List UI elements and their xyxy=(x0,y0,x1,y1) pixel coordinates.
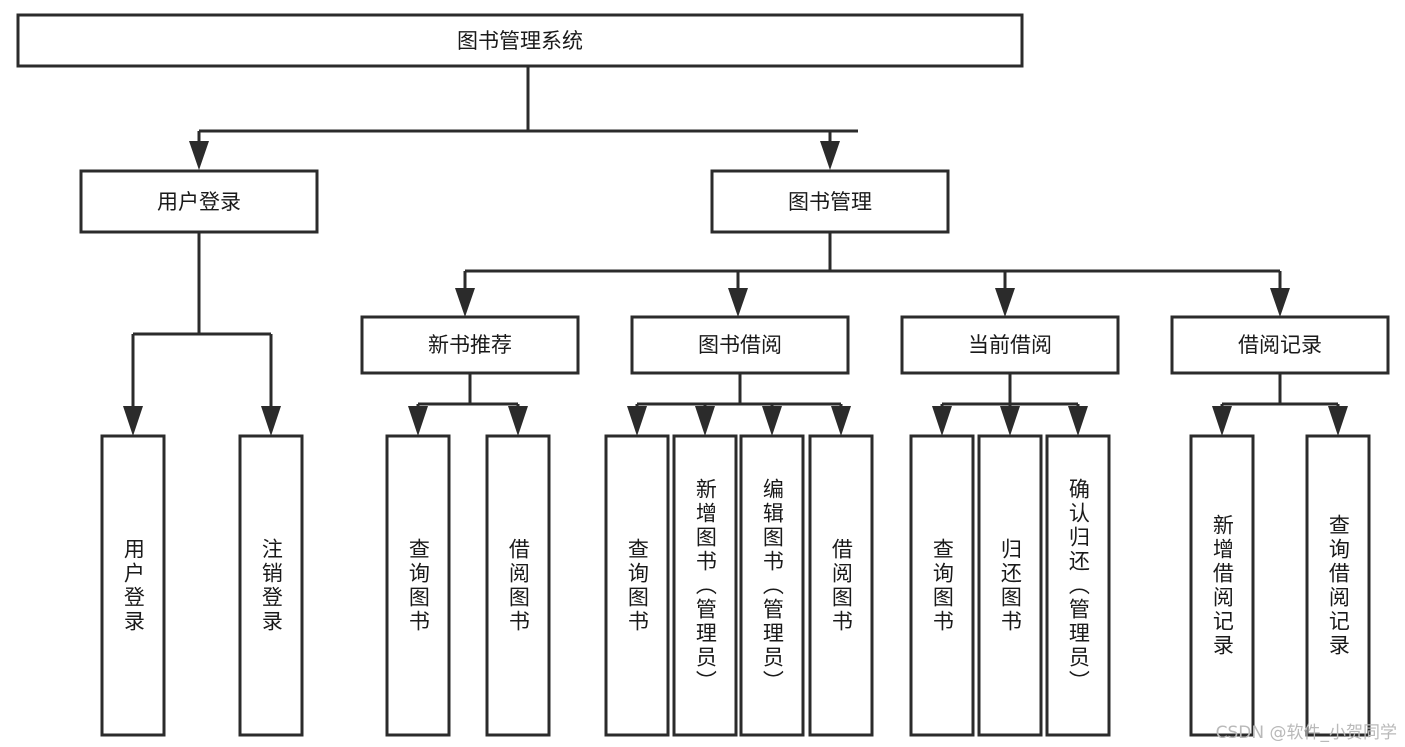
arrow-head-leaf-logout xyxy=(261,406,281,436)
connector-root-to-level2 xyxy=(189,66,858,170)
node-user-login-label: 用户登录 xyxy=(157,190,241,214)
connector-new-book-recommend-to-leaves xyxy=(408,373,528,436)
node-user-login[interactable]: 用户登录 xyxy=(79,169,319,234)
node-book-borrow-label: 图书借阅 xyxy=(698,333,782,357)
arrow-head-leaf-add-record xyxy=(1212,406,1232,436)
arrow-head-leaf-return-book xyxy=(1000,406,1020,436)
node-book-manage-label: 图书管理 xyxy=(788,190,872,214)
arrow-head-leaf-confirm-return xyxy=(1068,406,1088,436)
connector-current-borrow-to-leaves xyxy=(932,373,1088,436)
leaf-box-confirm-return[interactable] xyxy=(1045,434,1111,737)
leaf-box-query-book-3[interactable] xyxy=(909,434,975,737)
arrow-head-user-login xyxy=(189,141,209,170)
leaf-box-edit-book[interactable] xyxy=(739,434,805,737)
arrow-head-book-borrow xyxy=(728,288,748,317)
connector-book-manage-to-level3 xyxy=(455,232,1290,317)
arrow-head-new-book-recommend xyxy=(455,288,475,317)
node-new-book-recommend[interactable]: 新书推荐 xyxy=(360,315,580,375)
arrow-head-leaf-borrow-book-2 xyxy=(831,406,851,436)
node-root-box[interactable] xyxy=(16,13,1024,68)
node-book-manage[interactable]: 图书管理 xyxy=(710,169,950,234)
leaf-box-add-record[interactable] xyxy=(1189,434,1255,737)
leaf-box-borrow-book-2[interactable] xyxy=(808,434,874,737)
arrow-head-leaf-query-book-3 xyxy=(932,406,952,436)
arrow-head-leaf-edit-book xyxy=(762,406,782,436)
arrow-head-leaf-add-book xyxy=(695,406,715,436)
node-book-borrow[interactable]: 图书借阅 xyxy=(630,315,850,375)
node-new-book-recommend-label: 新书推荐 xyxy=(428,333,512,357)
connector-book-borrow-to-leaves xyxy=(627,373,851,436)
connector-borrow-record-to-leaves xyxy=(1212,373,1348,436)
csdn-watermark: CSDN @软件_小贺同学 xyxy=(1215,723,1397,743)
node-current-borrow-box[interactable] xyxy=(900,315,1120,375)
node-user-login-box[interactable] xyxy=(79,169,319,234)
arrow-head-leaf-borrow-book-1 xyxy=(508,406,528,436)
node-current-borrow-label: 当前借阅 xyxy=(968,333,1052,357)
leaf-box-query-book-2[interactable] xyxy=(604,434,670,737)
arrow-head-leaf-query-book-2 xyxy=(627,406,647,436)
leaf-box-logout[interactable] xyxy=(238,434,304,737)
connector-user-login-to-leaves xyxy=(123,232,281,436)
arrow-head-leaf-user-login xyxy=(123,406,143,436)
arrow-head-borrow-record xyxy=(1270,288,1290,317)
leaf-box-user-login[interactable] xyxy=(100,434,166,737)
leaf-box-query-book-1[interactable] xyxy=(385,434,451,737)
arrow-head-book-manage xyxy=(820,141,840,170)
leaf-box-return-book[interactable] xyxy=(977,434,1043,737)
node-borrow-record[interactable]: 借阅记录 xyxy=(1170,315,1390,375)
node-current-borrow[interactable]: 当前借阅 xyxy=(900,315,1120,375)
leaf-box-borrow-book-1[interactable] xyxy=(485,434,551,737)
arrow-head-leaf-query-book-1 xyxy=(408,406,428,436)
arrow-head-current-borrow xyxy=(995,288,1015,317)
node-new-book-recommend-box[interactable] xyxy=(360,315,580,375)
leaf-box-query-record[interactable] xyxy=(1305,434,1371,737)
node-borrow-record-label: 借阅记录 xyxy=(1238,333,1322,357)
node-root-label: 图书管理系统 xyxy=(457,29,583,53)
arrow-head-leaf-query-record xyxy=(1328,406,1348,436)
node-root[interactable]: 图书管理系统 xyxy=(16,13,1024,68)
leaf-box-add-book[interactable] xyxy=(672,434,738,737)
